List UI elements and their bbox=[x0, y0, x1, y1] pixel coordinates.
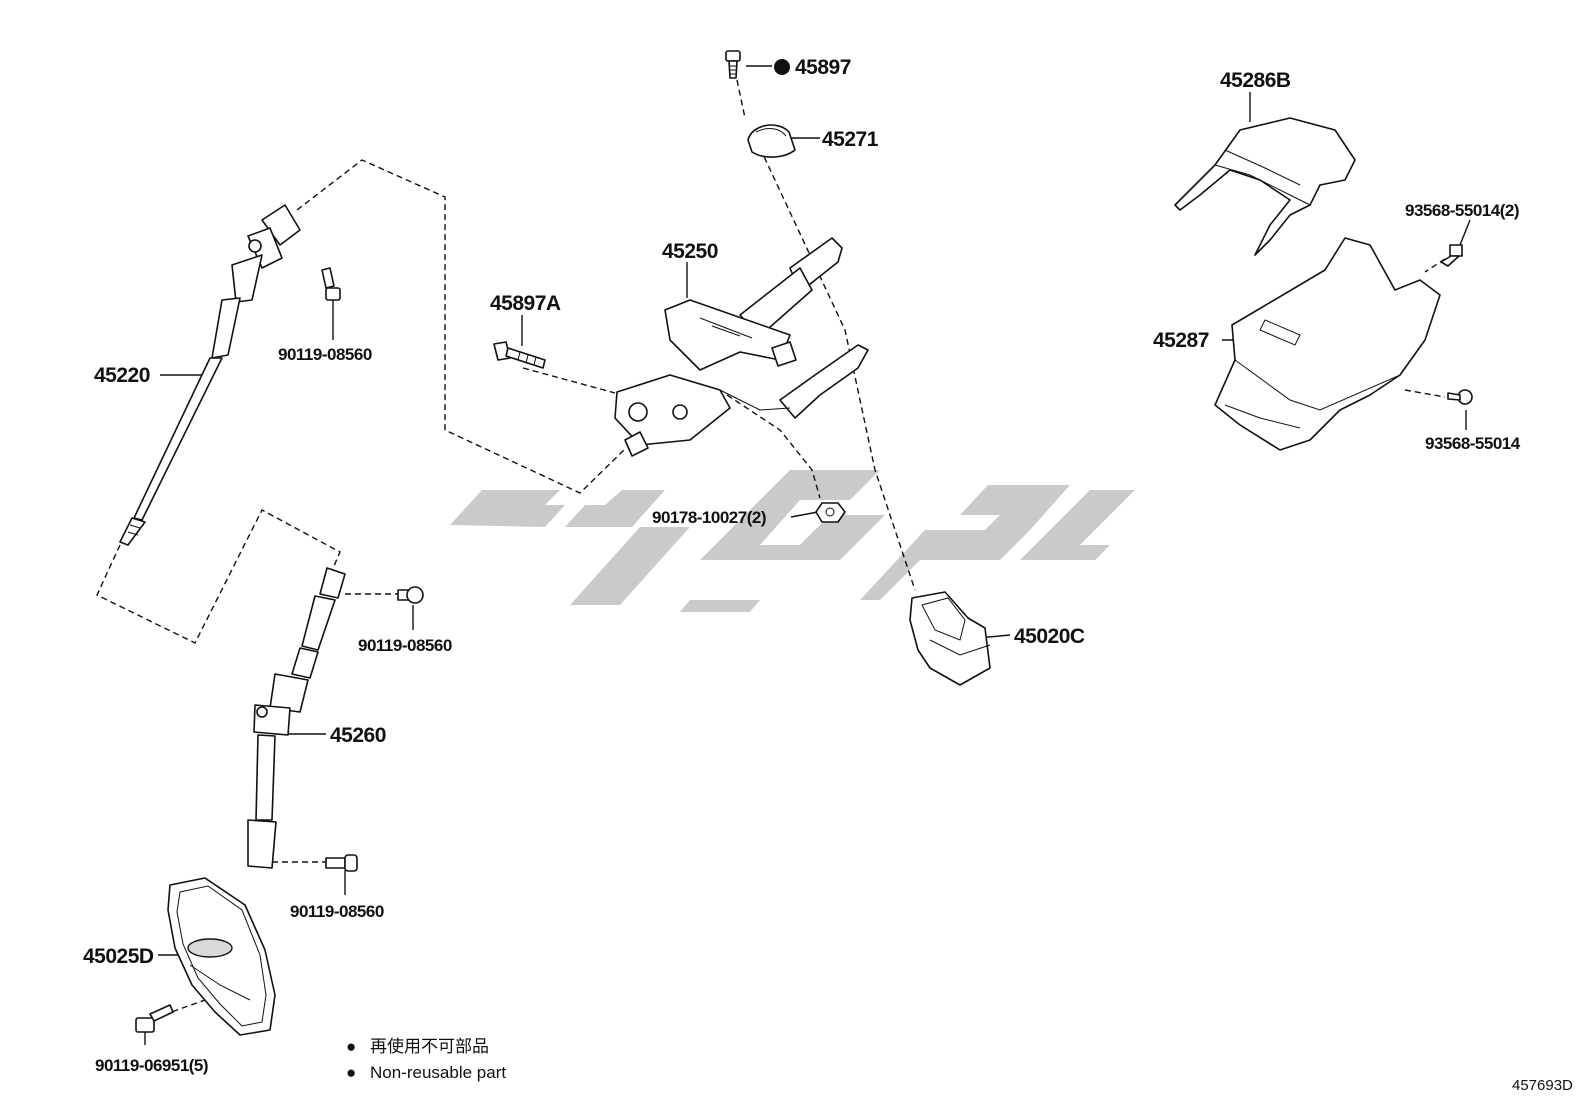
label-45287[interactable]: 45287 bbox=[1153, 329, 1209, 352]
lock-housing-45020c-icon bbox=[909, 591, 991, 686]
legend-text-en: Non-reusable part bbox=[370, 1063, 506, 1082]
bolt-45897a-icon bbox=[493, 341, 546, 369]
diagram-id: 457693D bbox=[1512, 1077, 1573, 1094]
bolt-90119-06951-icon bbox=[135, 1004, 174, 1033]
sliding-shaft-45260-icon bbox=[247, 567, 346, 869]
label-45025d[interactable]: 45025D bbox=[83, 945, 154, 968]
legend-bullet-ja: ● bbox=[346, 1037, 356, 1056]
bolt-90119-08560-upper-icon bbox=[321, 267, 341, 301]
cover-plate-45025d-icon bbox=[167, 877, 276, 1036]
label-90119-08560-middle[interactable]: 90119-08560 bbox=[358, 636, 452, 655]
screw-93568-55014-icon bbox=[1440, 244, 1463, 267]
nut-90178-10027-icon bbox=[815, 502, 846, 523]
part-labels: 45897 45271 45286B 93568-55014(2) 45250 … bbox=[83, 56, 1521, 1075]
bolt-45897-icon bbox=[725, 50, 741, 79]
label-45020c[interactable]: 45020C bbox=[1014, 625, 1085, 648]
clip-45271-icon bbox=[747, 124, 796, 158]
label-45271[interactable]: 45271 bbox=[822, 128, 879, 151]
label-45286b[interactable]: 45286B bbox=[1220, 69, 1291, 92]
label-93568-55014[interactable]: 93568-55014 bbox=[1425, 434, 1521, 453]
screw-93568-55014-lower-icon bbox=[1447, 389, 1473, 405]
steering-column-45250-icon bbox=[614, 237, 869, 457]
bolt-90119-08560-lower-icon bbox=[325, 854, 358, 872]
label-45220[interactable]: 45220 bbox=[94, 364, 150, 387]
label-90119-08560-lower[interactable]: 90119-08560 bbox=[290, 902, 384, 921]
upper-column-cover-45286b-icon bbox=[1174, 117, 1356, 256]
label-45260[interactable]: 45260 bbox=[330, 724, 386, 747]
lower-column-cover-45287-icon bbox=[1214, 237, 1441, 451]
label-45250[interactable]: 45250 bbox=[662, 240, 718, 263]
legend: ● 再使用不可部品 ● Non-reusable part bbox=[346, 1036, 506, 1082]
intermediate-shaft-45220-icon bbox=[119, 204, 301, 546]
label-90178-10027-2[interactable]: 90178-10027(2) bbox=[652, 508, 766, 527]
non-reusable-marker bbox=[774, 59, 790, 75]
legend-text-ja: 再使用不可部品 bbox=[370, 1036, 489, 1056]
dashed-connectors bbox=[96, 79, 1446, 1016]
watermark-logo bbox=[450, 470, 1135, 612]
label-90119-06951-5[interactable]: 90119-06951(5) bbox=[95, 1056, 209, 1075]
bolt-90119-08560-middle-icon bbox=[397, 586, 424, 604]
label-93568-55014-2[interactable]: 93568-55014(2) bbox=[1405, 201, 1519, 220]
legend-bullet-en: ● bbox=[346, 1063, 356, 1082]
label-45897[interactable]: 45897 bbox=[795, 56, 851, 79]
label-45897a[interactable]: 45897A bbox=[490, 292, 561, 315]
label-90119-08560-upper[interactable]: 90119-08560 bbox=[278, 345, 372, 364]
